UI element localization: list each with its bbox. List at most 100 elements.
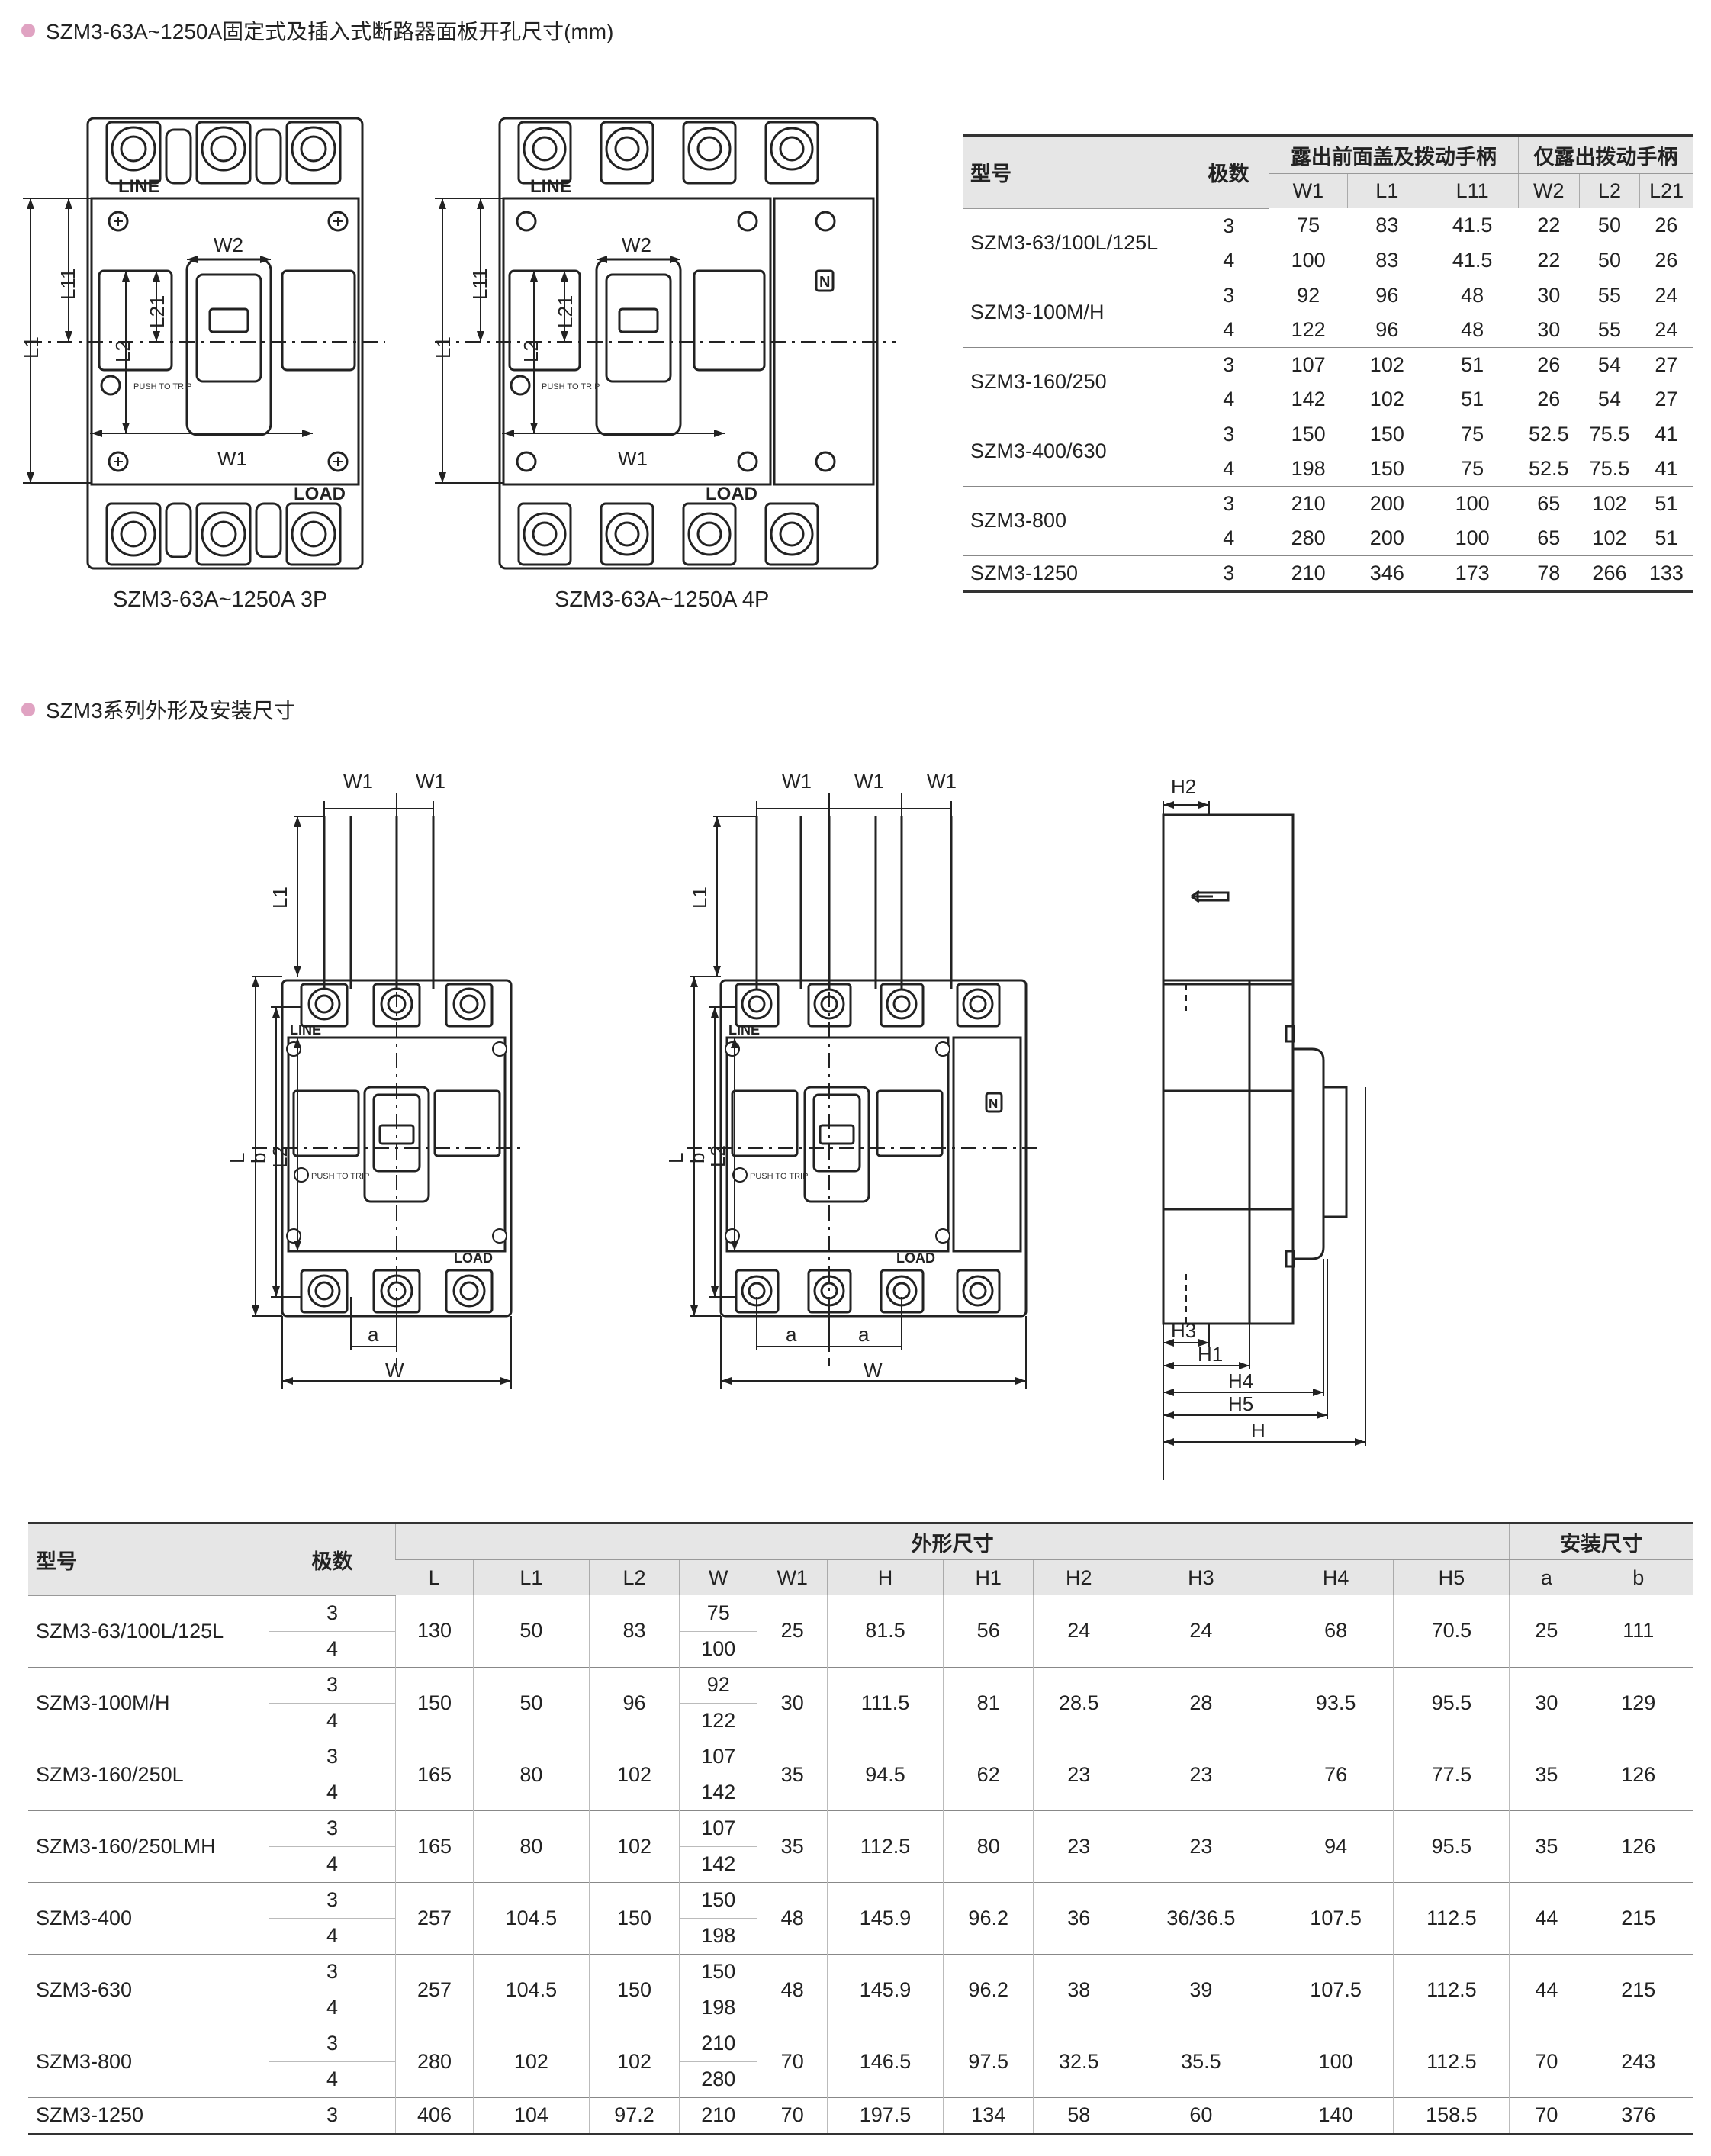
value-cell: 83 [1375, 214, 1399, 237]
neutral-mark: N [989, 1096, 998, 1111]
value-cell: 48 [1461, 317, 1484, 341]
value-cell-H5: 112.5 [1393, 1953, 1510, 2026]
value-cell: 75 [1426, 416, 1519, 452]
dim-H1: H1 [1198, 1343, 1223, 1366]
dim-W1: W1 [343, 770, 373, 793]
value-cell-H4: 76 [1277, 1738, 1394, 1810]
value-cell: 102 [1579, 485, 1640, 521]
value-cell-L1: 104.5 [472, 1953, 590, 2026]
value-cell-W1: 35 [757, 1810, 828, 1882]
panel-cutout-3p-drawing: L1 L11 L2 L21 W2 W1 LINE LOAD PUSH TO TR… [23, 117, 385, 570]
poles-cell: 4 [269, 1917, 396, 1954]
caption-3p: SZM3-63A~1250A 3P [113, 587, 328, 612]
value-cell-H1: 62 [942, 1738, 1034, 1810]
dim-L2: L2 [269, 1146, 291, 1168]
value-cell-L2: 150 [588, 1881, 680, 1954]
col-group-handle: 仅露出拨动手柄 [1517, 135, 1693, 174]
value-cell-W1: 48 [757, 1953, 828, 2026]
value-cell: 150 [1369, 456, 1404, 480]
load-label: LOAD [294, 484, 346, 504]
model-cell: SZM3-160/250L [28, 1738, 269, 1810]
value-cell-a: 44 [1509, 1881, 1584, 1954]
value-cell-W: 107 [679, 1810, 757, 1846]
value-cell-W: 280 [679, 2061, 757, 2097]
value-cell: 41.5 [1452, 248, 1493, 272]
value-cell-L1: 80 [472, 1810, 590, 1882]
value-cell-L2: 102 [588, 2025, 680, 2097]
dim-b: b [686, 1153, 709, 1163]
value-cell-W1: 70 [757, 2096, 828, 2134]
value-cell: 41.5 [1452, 214, 1493, 237]
value-cell-a: 30 [1509, 1666, 1584, 1739]
outline-side-drawing: H2 H3 H1 H4 H5 H [1162, 775, 1366, 1480]
col-L1: L1 [472, 1559, 590, 1595]
value-cell-W1: 30 [757, 1666, 828, 1739]
dim-W2: W2 [622, 233, 651, 256]
panel-cutout-4p-drawing: L1 L11 L2 L21 W2 W1 LINE LOAD PUSH TO TR… [432, 117, 896, 570]
value-cell-L: 257 [395, 1881, 474, 1954]
value-cell-L: 165 [395, 1810, 474, 1882]
col-L21: L21 [1639, 173, 1693, 208]
neutral-mark: N [819, 274, 830, 291]
value-cell-H: 146.5 [827, 2025, 944, 2097]
poles-cell: 4 [269, 1702, 396, 1739]
outline-3p-drawing: L b L2 L1 W1 W1 a W LINE LOAD PUSH TO TR… [226, 770, 526, 1389]
value-cell: 52.5 [1528, 456, 1569, 480]
model-cell: SZM3-63/100L/125L [970, 231, 1159, 254]
bullet-icon [21, 703, 35, 716]
dim-a: a [786, 1323, 797, 1346]
value-cell-H4: 93.5 [1277, 1666, 1394, 1739]
poles-cell: 4 [269, 2061, 396, 2097]
col-model: 型号 [28, 1523, 269, 1596]
value-cell-H2: 58 [1033, 2096, 1124, 2134]
value-cell-L2: 102 [588, 1810, 680, 1882]
value-cell-L2: 83 [588, 1595, 680, 1667]
value-cell-H: 94.5 [827, 1738, 944, 1810]
value-cell-L1: 50 [472, 1595, 590, 1667]
value-cell-H1: 56 [942, 1595, 1034, 1667]
value-cell: 92 [1269, 277, 1348, 313]
value-cell: 41 [1639, 416, 1693, 452]
value-cell-L1: 102 [472, 2025, 590, 2097]
poles-cell: 3 [1188, 277, 1269, 313]
model-cell: SZM3-800 [963, 485, 1188, 555]
poles-cell: 3 [269, 2096, 396, 2134]
dim-W1: W1 [854, 770, 884, 793]
dim-H: H [1251, 1419, 1266, 1442]
dim-H4: H4 [1228, 1369, 1253, 1392]
poles-cell: 3 [269, 1810, 396, 1846]
value-cell: 83 [1375, 248, 1399, 272]
value-cell-H2: 38 [1033, 1953, 1124, 2026]
poles-cell: 3 [1188, 208, 1269, 243]
poles-cell: 3 [269, 1666, 396, 1703]
value-cell: 51 [1426, 346, 1519, 382]
value-cell-H1: 96.2 [942, 1953, 1034, 2026]
value-cell-H4: 140 [1277, 2096, 1394, 2134]
dim-L1: L1 [688, 887, 711, 909]
value-cell: 102 [1369, 387, 1404, 410]
col-H1: H1 [942, 1559, 1034, 1595]
value-cell-W: 150 [679, 1881, 757, 1918]
dim-H2: H2 [1171, 775, 1196, 798]
value-cell-W: 150 [679, 1953, 757, 1990]
value-cell-H2: 24 [1033, 1595, 1124, 1667]
value-cell-a: 35 [1509, 1738, 1584, 1810]
value-cell: 54 [1597, 387, 1621, 410]
value-cell: 210 [1269, 485, 1348, 521]
dim-L2: L2 [519, 340, 542, 362]
model-cell: SZM3-63/100L/125L [36, 1619, 224, 1643]
col-W1: W1 [757, 1559, 828, 1595]
value-cell: 198 [1291, 456, 1326, 480]
poles-cell: 3 [1188, 555, 1269, 591]
dim-W: W [385, 1359, 404, 1382]
line-label: LINE [728, 1022, 760, 1038]
value-cell-W: 142 [679, 1774, 757, 1810]
